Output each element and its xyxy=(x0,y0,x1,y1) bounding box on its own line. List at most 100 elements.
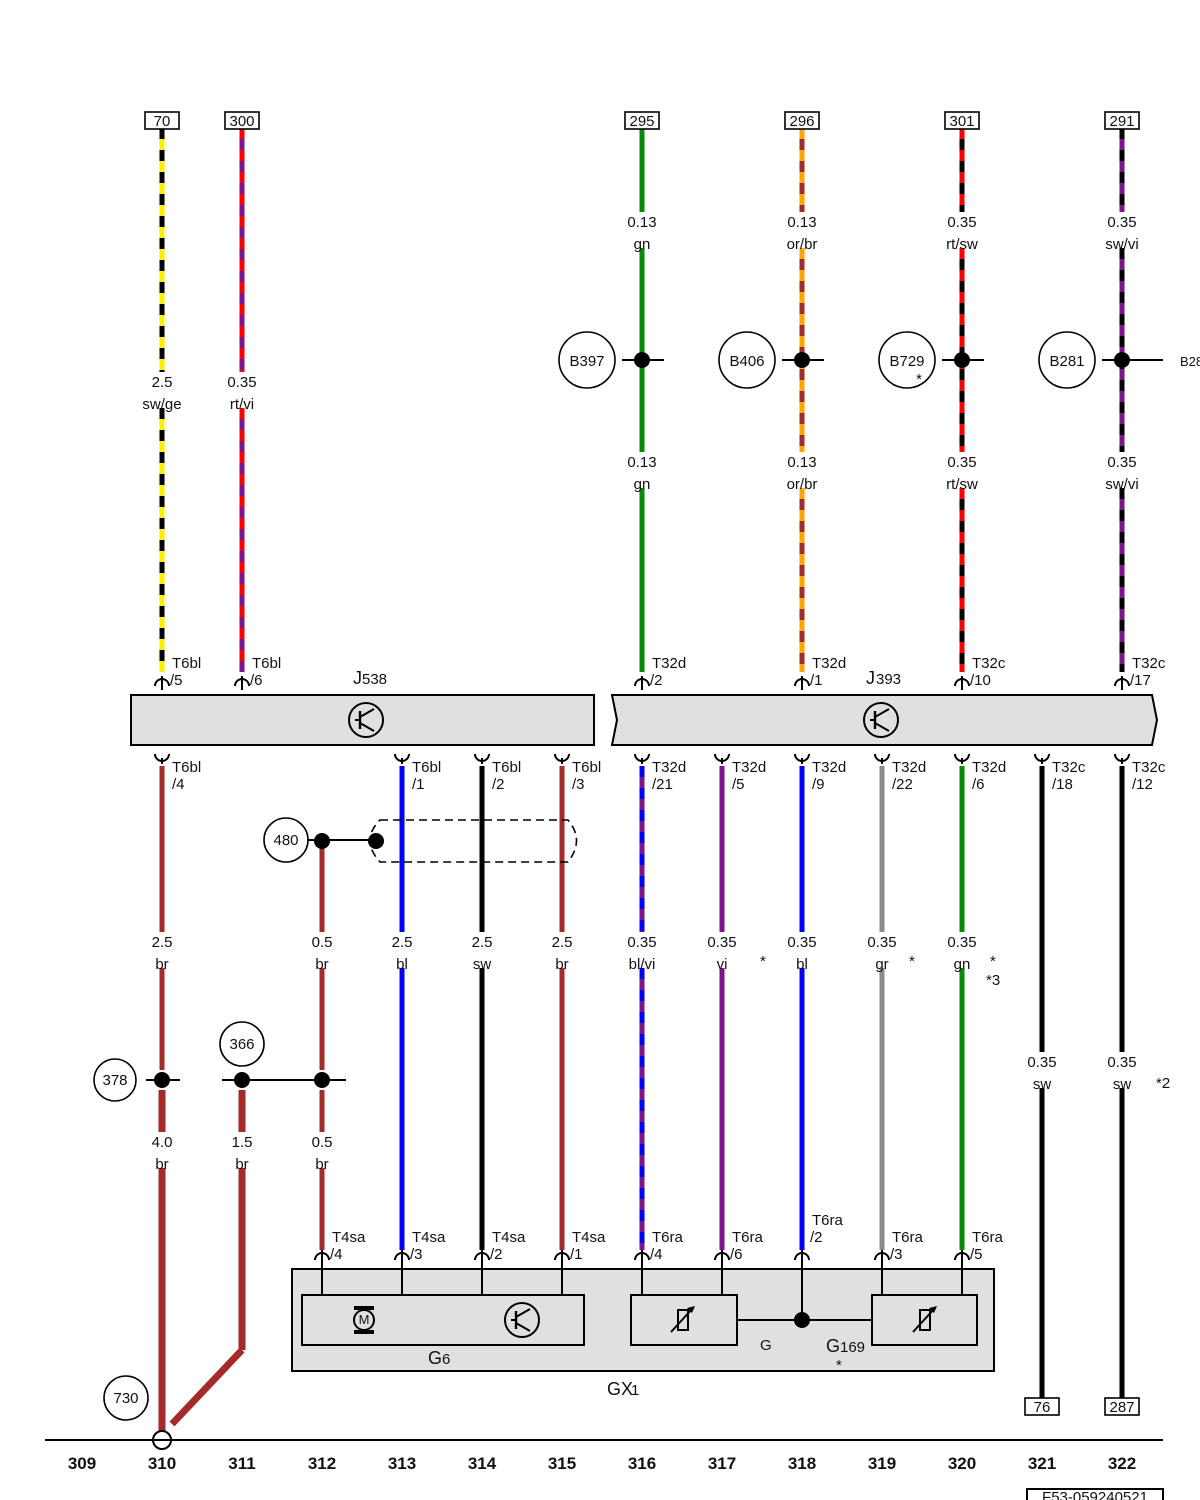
splice-circle-B729 xyxy=(878,331,936,389)
junction-dot-3 xyxy=(314,833,330,849)
splice-dot-B281 xyxy=(1114,352,1130,368)
top-conn-pin-318: /1 xyxy=(810,672,823,689)
mid-conn-name-314: T6bl xyxy=(492,759,521,776)
top-ref-label-318: 296 xyxy=(789,113,814,130)
top-ref-box-311 xyxy=(224,111,260,130)
bot-conn-pin-312: /4 xyxy=(330,1246,343,1263)
mid-conn-pin-320: /6 xyxy=(972,776,985,793)
top-conn-name-310: T6bl xyxy=(172,655,201,672)
wire-size-320-4-0: 0.35 xyxy=(947,214,976,231)
j393-symbol-emitter xyxy=(874,722,890,732)
wire-311-diagonal xyxy=(169,1347,245,1427)
top-ref-box-320 xyxy=(944,111,980,130)
wire-size-313-11-0: 2.5 xyxy=(392,934,413,951)
wire-color-320-4-1: rt/sw xyxy=(946,476,978,493)
splice-overflow-B281: B28 xyxy=(1180,354,1200,369)
gx1-letter: GX xyxy=(607,1379,633,1399)
wire-size-322-5-0: 0.35 xyxy=(1107,214,1136,231)
wire-size-314-12-0: 2.5 xyxy=(472,934,493,951)
footer-layer: F53-059240521 xyxy=(45,1439,1164,1500)
wire-color-310-0-0: sw/ge xyxy=(142,396,181,413)
bottom-ref-label-322: 287 xyxy=(1109,1399,1134,1416)
top-conn-pin-310: /5 xyxy=(170,672,183,689)
shield-node xyxy=(368,833,384,849)
wires-layer xyxy=(158,128,1125,1432)
wire-size-316-2-0: 0.13 xyxy=(627,214,656,231)
column-number-312: 312 xyxy=(308,1454,336,1473)
j393-symbol-ring xyxy=(863,702,899,738)
top-ref-label-311: 300 xyxy=(229,113,254,130)
column-number-310: 310 xyxy=(148,1454,176,1473)
wire-color-318-3-0: or/br xyxy=(787,236,818,253)
wire-color-312-10-0: br xyxy=(315,1156,328,1173)
column-number-311: 311 xyxy=(228,1454,255,1473)
top-ref-box-316 xyxy=(624,111,660,130)
g6-number: 6 xyxy=(442,1351,450,1368)
g169-note: * xyxy=(836,1357,842,1374)
bot-conn-pin-314: /2 xyxy=(490,1246,503,1263)
wire-color-322-5-1: sw/vi xyxy=(1105,476,1138,493)
note-320a: * xyxy=(990,953,996,970)
bot-conn-name-313: T4sa xyxy=(412,1229,446,1246)
splice-circle-B397 xyxy=(558,331,616,389)
shield-outline xyxy=(369,819,578,863)
splice-label-B729: B729 xyxy=(889,353,924,370)
motor-symbol-top xyxy=(354,1306,374,1310)
top-ref-label-320: 301 xyxy=(949,113,974,130)
note-317: * xyxy=(760,953,766,970)
junction-dot-2 xyxy=(314,1072,330,1088)
bottom-ref-box-321 xyxy=(1024,1397,1060,1416)
g6-symbol-emitter xyxy=(515,1322,531,1332)
ref-label-366: 366 xyxy=(229,1036,254,1053)
wire-color-319-17-0: gr xyxy=(875,956,888,973)
wire-color-311-8-0: br xyxy=(235,1156,248,1173)
junction-dot-1 xyxy=(234,1072,250,1088)
bot-conn-name-317: T6ra xyxy=(732,1229,764,1246)
ref-label-480: 480 xyxy=(273,832,298,849)
j538-symbol-ring xyxy=(348,702,384,738)
column-number-318: 318 xyxy=(788,1454,816,1473)
g6-symbol-collector xyxy=(515,1308,531,1318)
motor-symbol-bottom xyxy=(354,1330,374,1334)
bot-conn-name-314: T4sa xyxy=(492,1229,526,1246)
top-conn-name-318: T32d xyxy=(812,655,846,672)
splice-label-B397: B397 xyxy=(569,353,604,370)
column-number-320: 320 xyxy=(948,1454,976,1473)
bot-conn-pin-313: /3 xyxy=(410,1246,423,1263)
bot-conn-name-316: T6ra xyxy=(652,1229,684,1246)
motor-symbol-letter: M xyxy=(359,1312,370,1327)
bot-conn-name-318: T6ra xyxy=(812,1212,844,1229)
top-ref-box-322 xyxy=(1104,111,1140,130)
wire-color-322-5-0: sw/vi xyxy=(1105,236,1138,253)
wire-size-320-4-1: 0.35 xyxy=(947,454,976,471)
wire-color-311-1-0: rt/vi xyxy=(230,396,254,413)
g169-left-box[interactable] xyxy=(630,1294,738,1346)
wire-color-316-2-0: gn xyxy=(634,236,651,253)
j538-symbol-emitter xyxy=(359,722,375,732)
splice-circle-B406 xyxy=(718,331,776,389)
j393-symbol-collector xyxy=(874,708,890,718)
shield-layer xyxy=(322,819,578,863)
wire-size-320-18-0: 0.35 xyxy=(947,934,976,951)
bot-conn-pin-316: /4 xyxy=(650,1246,663,1263)
g6-box[interactable] xyxy=(301,1294,585,1346)
column-number-314: 314 xyxy=(468,1454,497,1473)
mid-conn-name-320: T32d xyxy=(972,759,1006,776)
j538-letter: J xyxy=(353,668,362,688)
splice-dot-B729 xyxy=(954,352,970,368)
g169-number: 169 xyxy=(840,1339,865,1356)
g-label: G xyxy=(760,1337,772,1354)
wire-size-318-16-0: 0.35 xyxy=(787,934,816,951)
column-number-313: 313 xyxy=(388,1454,416,1473)
wire-size-311-8-0: 1.5 xyxy=(232,1134,253,1151)
wire-size-318-3-0: 0.13 xyxy=(787,214,816,231)
wire-size-315-13-0: 2.5 xyxy=(552,934,573,951)
wire-size-322-5-1: 0.35 xyxy=(1107,454,1136,471)
bot-conn-pin-320: /5 xyxy=(970,1246,983,1263)
g6-symbol-ring xyxy=(504,1302,540,1338)
diagram-id: F53-059240521 xyxy=(1042,1489,1148,1500)
column-number-309: 309 xyxy=(68,1454,96,1473)
mid-conn-pin-310: /4 xyxy=(172,776,185,793)
g169-right-symbol-arrow xyxy=(912,1307,936,1333)
